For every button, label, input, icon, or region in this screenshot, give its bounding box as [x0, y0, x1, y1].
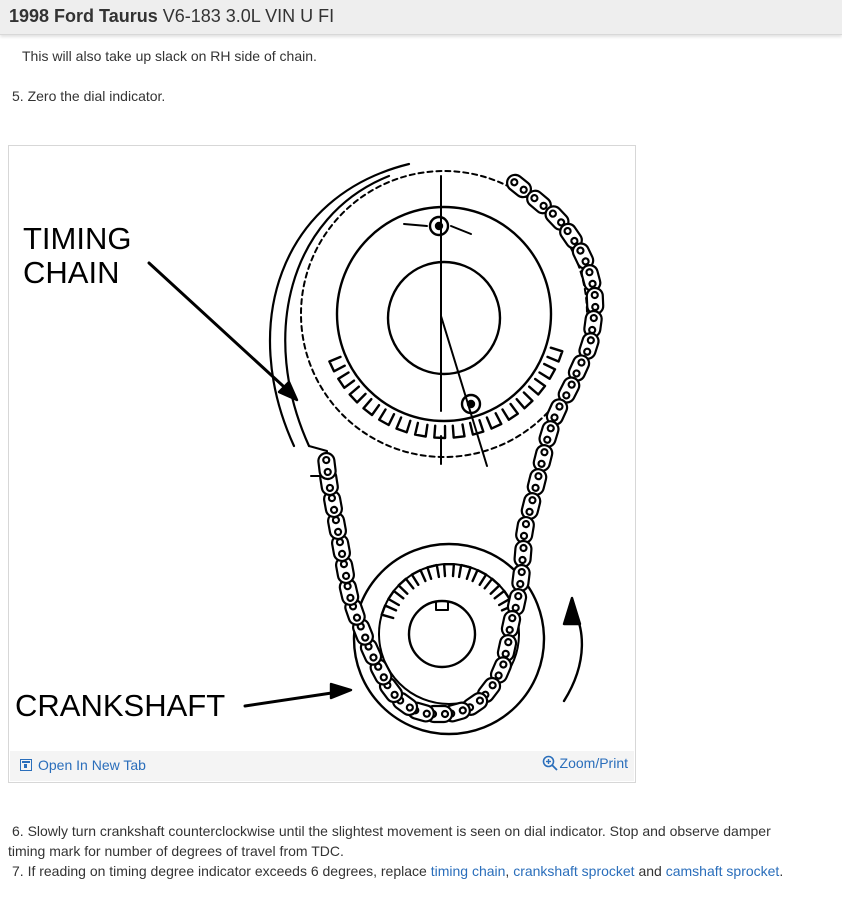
open-in-new-tab-icon	[20, 759, 32, 771]
step-6-line-1: 6. Slowly turn crankshaft counterclockwi…	[12, 823, 771, 839]
figure-toolbar: Open In New Tab Zoom/Print	[10, 751, 634, 781]
step-7-sep-2: and	[634, 863, 666, 879]
timing-chain-link[interactable]: timing chain	[430, 863, 506, 879]
step-7-sep-1: ,	[505, 863, 514, 879]
crankshaft-sprocket-link[interactable]: crankshaft sprocket	[513, 863, 635, 879]
chain-link	[557, 376, 581, 404]
chain-link	[369, 658, 393, 686]
chain-link	[526, 189, 552, 215]
chain-link	[513, 539, 533, 569]
slack-note: This will also take up slack on RH side …	[22, 48, 317, 64]
chain-link	[526, 468, 548, 496]
chain-link	[532, 444, 554, 472]
label-crankshaft: CRANKSHAFT	[15, 688, 225, 723]
chain-link	[520, 492, 542, 520]
chain-link	[515, 515, 535, 545]
chain-link	[327, 511, 347, 541]
step-7-text: 7. If reading on timing degree indicator…	[12, 863, 431, 879]
timing-chain-figure: TIMING CHAIN CRANKSHAFT Open In New Tab …	[8, 145, 636, 783]
chain-link	[331, 533, 351, 563]
chain-link	[545, 398, 569, 426]
step-7: 7. If reading on timing degree indicator…	[12, 861, 783, 881]
chain-link	[489, 656, 513, 684]
camshaft-sprocket-link[interactable]: camshaft sprocket	[665, 863, 780, 879]
chain-link	[538, 420, 560, 448]
zoom-print-label[interactable]: Zoom/Print	[559, 755, 628, 771]
chain-link	[496, 634, 518, 662]
chain-link	[317, 451, 337, 481]
zoom-icon	[542, 755, 558, 771]
label-chain: CHAIN	[23, 255, 119, 290]
step-5: 5. Zero the dial indicator.	[12, 88, 166, 104]
label-timing: TIMING	[23, 221, 132, 256]
chain-link	[580, 264, 602, 292]
page-header: 1998 Ford Taurus V6-183 3.0L VIN U FI	[0, 0, 842, 35]
zoom-print-button[interactable]: Zoom/Print	[542, 755, 628, 771]
timing-chain-diagram: TIMING CHAIN CRANKSHAFT	[15, 162, 605, 736]
open-in-new-tab-button[interactable]: Open In New Tab	[20, 757, 146, 773]
open-in-new-tab-label[interactable]: Open In New Tab	[38, 757, 146, 773]
chain-link	[511, 563, 531, 593]
vehicle-title: 1998 Ford Taurus	[9, 6, 158, 26]
step-7-end: .	[779, 863, 784, 879]
engine-spec: V6-183 3.0L VIN U FI	[162, 6, 335, 26]
chain-link	[505, 173, 533, 199]
step-6-line-2: timing mark for number of degrees of tra…	[8, 843, 344, 859]
chain-link	[323, 489, 343, 519]
